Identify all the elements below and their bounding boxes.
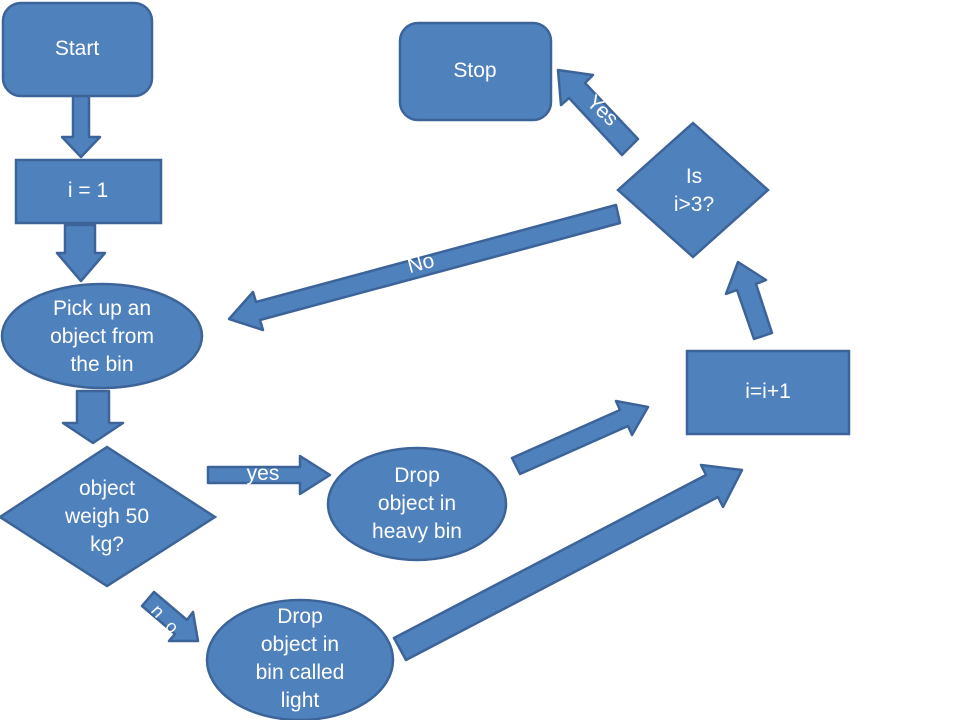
arrow-check-yes-to-stop — [556, 68, 640, 157]
arrow-heavy-to-increment — [510, 399, 650, 476]
arrow-increment-to-check — [724, 260, 774, 341]
arrow-init-to-pickup — [55, 223, 107, 283]
node-heavy — [326, 446, 508, 562]
node-stop — [398, 21, 553, 122]
node-increment — [685, 349, 851, 436]
node-weigh — [0, 445, 218, 588]
node-pickup — [0, 282, 204, 390]
arrow-weigh-no-to-light — [140, 590, 200, 643]
arrow-check-no-to-pickup — [227, 203, 622, 332]
node-init — [14, 158, 163, 225]
arrow-pickup-to-weigh — [61, 389, 125, 445]
node-light — [205, 598, 395, 720]
node-check — [616, 121, 770, 259]
arrow-start-to-init — [60, 94, 102, 159]
arrow-light-to-increment — [392, 463, 744, 662]
arrow-weigh-yes-to-heavy — [206, 454, 332, 496]
node-start — [1, 1, 154, 98]
